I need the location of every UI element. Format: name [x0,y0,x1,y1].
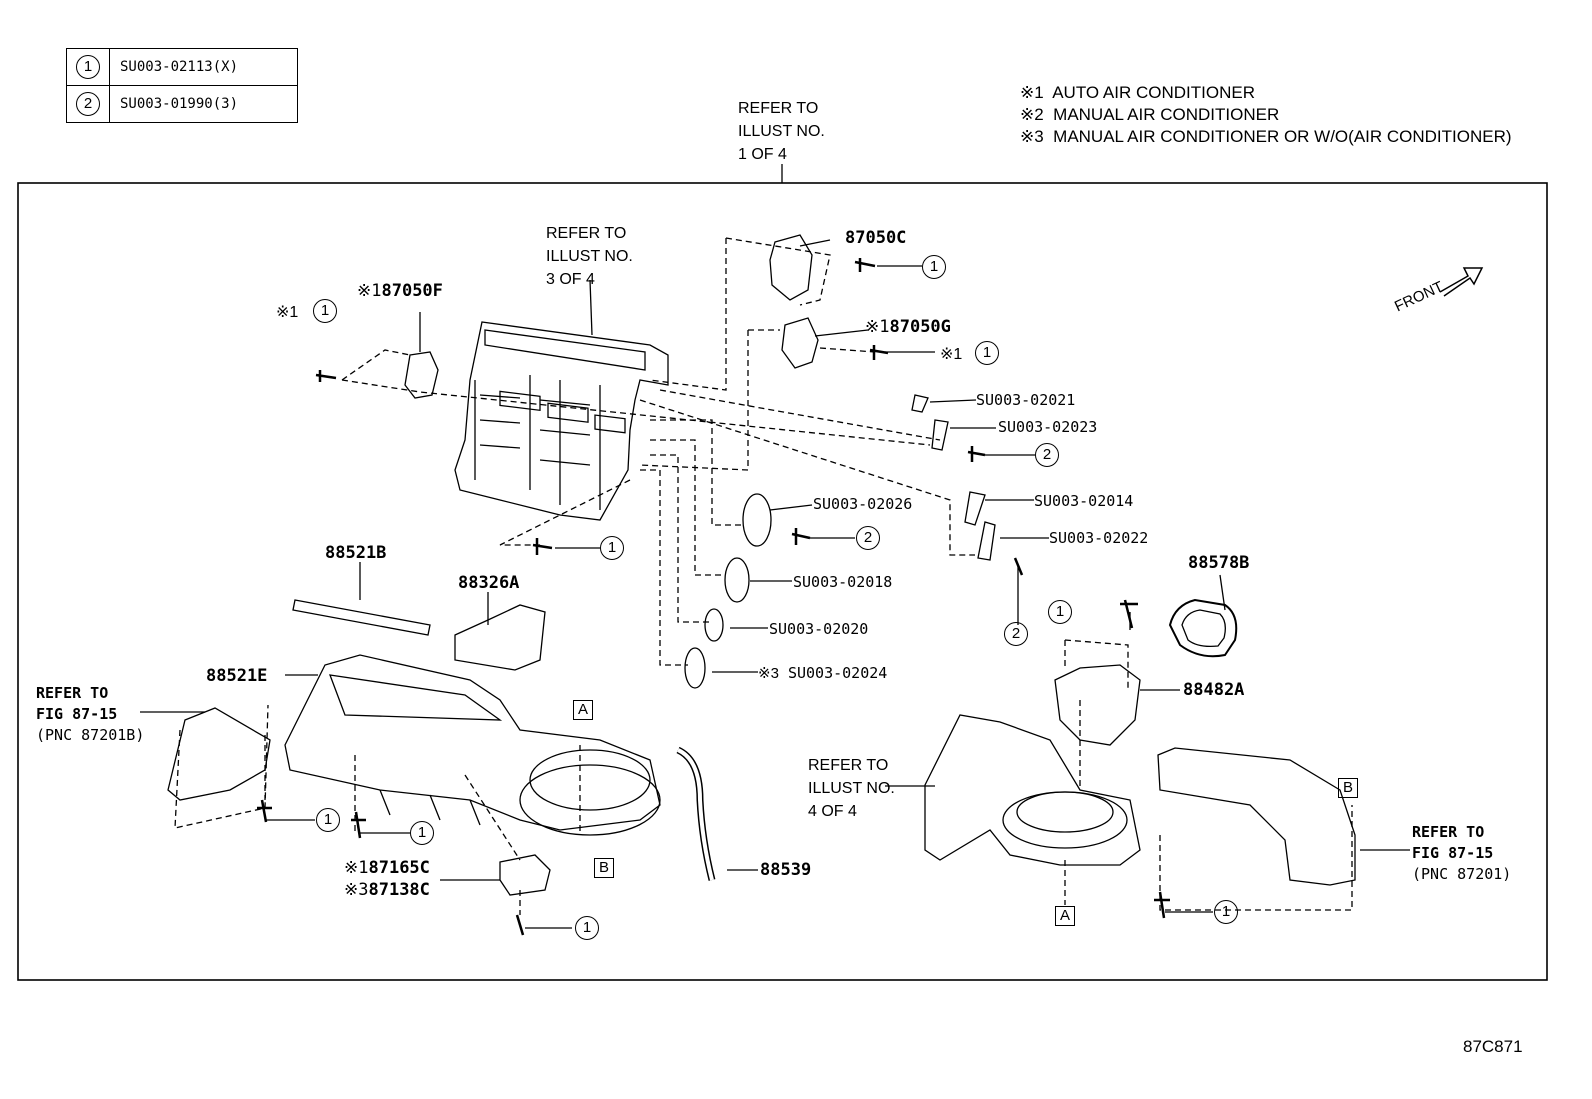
note-mark: ※3 [1020,127,1044,146]
left-duct [167,707,271,801]
callout-2: 2 [856,526,880,550]
part-su003-02022: SU003-02022 [1049,529,1149,547]
duct-88482a [1054,664,1141,746]
mark-3: ※3 [758,665,779,682]
box-label-a: A [1055,906,1076,926]
part-88578b: 88578B [1188,553,1250,573]
blower-case-right [924,714,1141,866]
resistor-87165c [499,854,551,896]
legend-circle-1: 1 [76,55,100,79]
note-mark: ※1 [1020,83,1044,102]
blower-case-88521e [284,654,661,836]
box-label-a: A [573,700,594,720]
callout-1: 1 [1048,600,1072,624]
callout-1: 1 [313,299,337,323]
callout-1: 1 [1214,900,1238,924]
note-text: MANUAL AIR CONDITIONER OR W/O(AIR CONDIT… [1053,127,1512,146]
callout-1: 1 [922,255,946,279]
filter-strip-88521b [292,599,431,636]
mark-1: ※1 [344,858,369,878]
callout-1: 1 [600,536,624,560]
legend-row: 1 SU003-02113(X) [66,48,298,86]
callout-1: 1 [410,821,434,845]
heater-case-unit [454,321,669,521]
part-88326a: 88326A [458,573,520,593]
part-87138c: ※387138C [344,880,430,900]
note-mark: ※2 [1020,105,1044,124]
part-88482a: 88482A [1183,680,1245,700]
legend-row: 2 SU003-01990(3) [66,85,298,123]
front-arrow-icon [1439,267,1484,297]
part-su003-02026: SU003-02026 [813,495,913,513]
part-su003-02024: ※3 SU003-02024 [758,664,888,682]
part-su003-02018: SU003-02018 [793,573,893,591]
callout-2: 2 [1004,622,1028,646]
part-87050f: ※187050F [357,281,443,301]
mark-3: ※3 [344,880,369,900]
legend-code: SU003-02113(X) [109,48,298,86]
box-label-b: B [1338,778,1359,798]
mark-1: ※1 [865,317,890,337]
note-text: MANUAL AIR CONDITIONER [1053,105,1280,124]
part-87165c: ※187165C [344,858,430,878]
part-su003-02014: SU003-02014 [1034,492,1134,510]
right-duct [1157,747,1356,886]
box-label-b: B [594,858,615,878]
part-88521e: 88521E [206,666,268,686]
actuator-87050g [781,317,819,369]
note-text: AUTO AIR CONDITIONER [1052,83,1255,102]
callout-1: 1 [575,916,599,940]
mark-1: ※1 [276,304,299,321]
callout-1: 1 [975,341,999,365]
mark-1: ※1 [357,281,382,301]
duct-88326a [454,604,546,671]
seal-88578b [1168,598,1238,658]
diagram-id: 87C871 [1463,1037,1523,1056]
part-88539: 88539 [760,860,812,880]
callout-2: 2 [1035,443,1059,467]
mark-1: ※1 [940,346,963,363]
note-list: ※1 AUTO AIR CONDITIONER ※2 MANUAL AIR CO… [1020,82,1512,148]
part-87050g: ※187050G [865,317,951,337]
callout-1: 1 [316,808,340,832]
actuator-87050c [769,234,813,301]
part-su003-02020: SU003-02020 [769,620,869,638]
part-87050c: 87050C [845,228,907,248]
legend-code: SU003-01990(3) [109,85,298,123]
actuator-87050f [404,351,439,399]
part-88521b: 88521B [325,543,387,563]
part-su003-02021: SU003-02021 [976,391,1076,409]
fastener-legend: 1 SU003-02113(X) 2 SU003-01990(3) [66,48,298,123]
legend-circle-2: 2 [76,92,100,116]
part-su003-02023: SU003-02023 [998,418,1098,436]
